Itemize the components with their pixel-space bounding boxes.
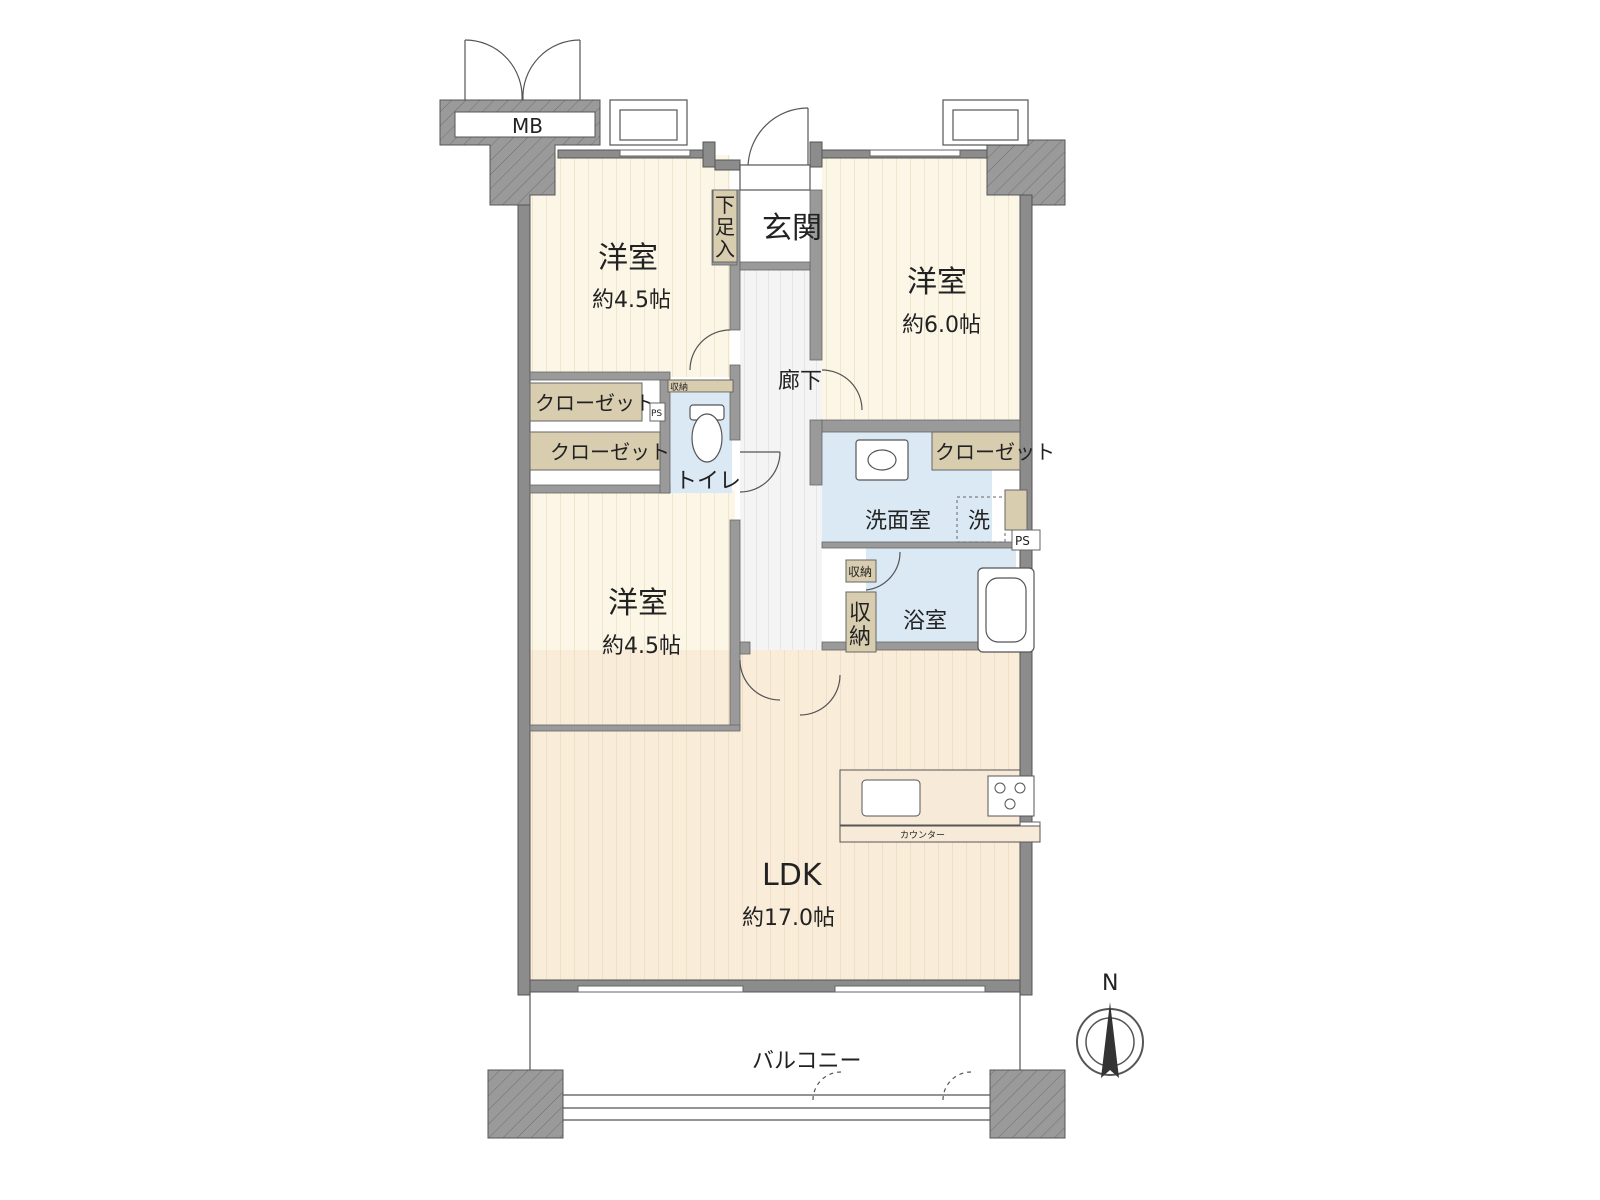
western-nw-name: 洋室: [598, 241, 658, 276]
ps-box-2-label: PS: [1015, 534, 1030, 548]
storage-small: [845, 559, 877, 583]
washer-space: [956, 496, 1006, 543]
western-w-name: 洋室: [608, 586, 668, 621]
closet-2-label: クローゼット: [550, 440, 670, 464]
storage-big: [845, 591, 877, 653]
toilet-label: トイレ: [675, 469, 741, 494]
windows: [577, 149, 986, 993]
interior-doors: [689, 329, 901, 716]
washroom-sink: [855, 439, 909, 481]
entrance-door: [739, 107, 811, 191]
closet-3-label: クローゼット: [935, 440, 1055, 464]
shoe-storage-char-1: 下: [715, 193, 735, 217]
western-ne-size: 約6.0帖: [902, 313, 981, 338]
shoe-storage-char-3: 入: [715, 237, 735, 261]
washroom-cabinet: [1004, 489, 1028, 531]
floor-entrance: [740, 190, 810, 270]
floor-western-ne: [822, 155, 1020, 420]
hallway-label: 廊下: [778, 369, 822, 394]
western-nw-size: 約4.5帖: [592, 288, 671, 313]
balcony-label: バルコニー: [752, 1049, 862, 1074]
washroom-label: 洗面室: [865, 509, 931, 534]
floor-hallway: [740, 270, 822, 650]
ps-box-1-label: PS: [651, 409, 662, 419]
closet-3: [931, 431, 1021, 471]
storage-big-char-2: 納: [849, 625, 871, 650]
storage-big-char-1: 収: [849, 601, 871, 626]
toilet-fixture: [689, 404, 725, 463]
ldk-size: 約17.0帖: [742, 906, 835, 931]
western-w-size: 約4.5帖: [602, 634, 681, 659]
balcony: [529, 992, 1021, 1121]
storage-small-label: 収納: [848, 565, 872, 579]
floor-western-nw: [530, 155, 730, 377]
meter-box-label: MB: [512, 114, 543, 138]
bathroom-label: 浴室: [903, 609, 947, 634]
closet-1-label: クローゼット: [535, 391, 655, 415]
ps-box-1: [649, 402, 666, 422]
toilet-storage-label: 収納: [670, 381, 688, 393]
ldk-name: LDK: [762, 858, 823, 893]
meter-box: [454, 111, 596, 138]
bathtub: [977, 567, 1035, 653]
toilet-door: [739, 451, 781, 493]
shoe-storage: [712, 189, 738, 263]
entrance-label: 玄関: [762, 211, 822, 246]
washer-label: 洗: [968, 509, 990, 534]
window-ledges: [609, 99, 1029, 146]
closet-2: [529, 431, 661, 471]
toilet-storage: [667, 379, 734, 393]
counter-label: カウンター: [900, 830, 945, 841]
kitchen-counter: [839, 769, 1041, 843]
closet-1: [529, 382, 643, 422]
shoe-storage-char-2: 足: [715, 215, 735, 239]
compass-north-label: N: [1102, 971, 1118, 996]
western-ne-name: 洋室: [907, 265, 967, 300]
compass-icon: [1076, 1002, 1144, 1078]
mb-door: [464, 39, 581, 101]
